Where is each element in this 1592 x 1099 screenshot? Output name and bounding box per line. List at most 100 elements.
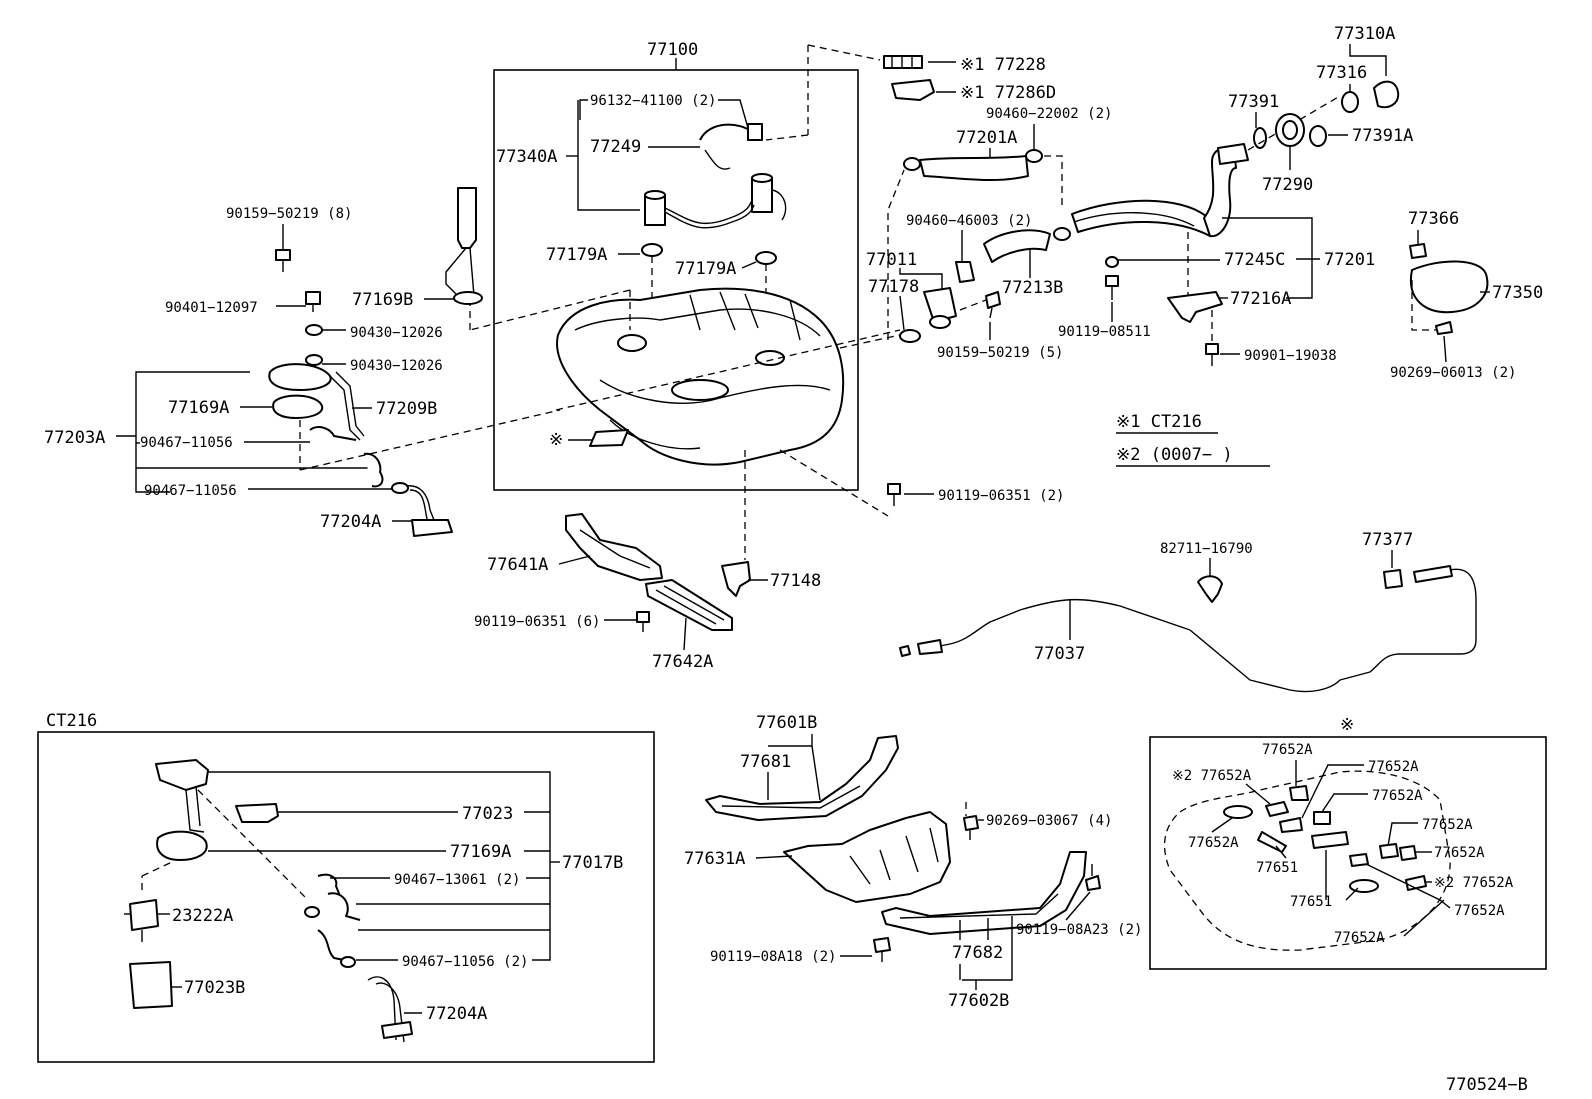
label-77148[interactable]: 77148	[770, 571, 821, 591]
label-90467-11056-a[interactable]: 90467−11056	[140, 435, 233, 451]
grommet-right	[755, 251, 777, 265]
pads-label-7[interactable]: 77652A	[1434, 845, 1485, 861]
pads-label-10[interactable]: 77652A	[1334, 930, 1385, 946]
label-96132-41100[interactable]: 96132−41100 (2)	[590, 93, 716, 109]
label-77316[interactable]: 77316	[1316, 63, 1367, 83]
label-77682[interactable]: 77682	[952, 943, 1003, 963]
note-0007[interactable]: ※2 (0007− )	[1116, 445, 1233, 465]
label-90119-08a18[interactable]: 90119−08A18 (2)	[710, 949, 836, 965]
ct216-tube-77204a	[381, 1021, 413, 1039]
label-77169a[interactable]: 77169A	[168, 398, 229, 418]
label-77100[interactable]: 77100	[647, 40, 698, 60]
label-77216a[interactable]: 77216A	[1230, 289, 1291, 309]
label-77290[interactable]: 77290	[1262, 175, 1313, 195]
label-77391[interactable]: 77391	[1228, 92, 1279, 112]
pads-label-12[interactable]: 77651	[1290, 894, 1332, 910]
vent-hose	[699, 123, 753, 141]
fuel-pump-group: 90159−50219 (8) 90401−12097 77169B 90430…	[44, 187, 901, 537]
label-77179a-right[interactable]: 77179A	[675, 259, 736, 279]
label-90119-08a23[interactable]: 90119−08A23 (2)	[1016, 922, 1142, 938]
label-77011[interactable]: 77011	[866, 250, 917, 270]
label-77377[interactable]: 77377	[1362, 530, 1413, 550]
ct216-label-77169a[interactable]: 77169A	[450, 842, 511, 862]
pads-label-9[interactable]: 77652A	[1454, 903, 1505, 919]
label-77178[interactable]: 77178	[868, 277, 919, 297]
label-90159-50219-8[interactable]: 90159−50219 (8)	[226, 206, 352, 222]
note-ct216[interactable]: ※1 CT216	[1116, 412, 1202, 432]
pads-label-6[interactable]: 77652A	[1422, 817, 1473, 833]
label-77228[interactable]: ※1 77228	[960, 55, 1046, 75]
tank-pads-group: ※ 77652A ※2 77652A 77652A 77652A 77652A …	[1149, 715, 1547, 970]
label-asterisk-tank[interactable]: ※	[549, 430, 563, 450]
label-77179a-left[interactable]: 77179A	[546, 245, 607, 265]
label-77286d[interactable]: ※1 77286D	[960, 83, 1056, 103]
ct216-label-77023b[interactable]: 77023B	[184, 978, 245, 998]
ct216-label-90467-11056[interactable]: 90467−11056 (2)	[402, 954, 528, 970]
pads-label-3[interactable]: 77652A	[1368, 759, 1419, 775]
label-90119-08511[interactable]: 90119−08511	[1058, 324, 1151, 340]
label-77201a[interactable]: 77201A	[956, 128, 1017, 148]
tank-assembly-group: 77100 96132−41100 (2) 77340A 77249 77179…	[493, 40, 859, 491]
pads-label-4[interactable]: 77652A	[1372, 788, 1423, 804]
pads-label-1[interactable]: 77652A	[1262, 742, 1313, 758]
label-90159-50219-5[interactable]: 90159−50219 (5)	[937, 345, 1063, 361]
label-90901-19038[interactable]: 90901−19038	[1244, 348, 1337, 364]
label-77037[interactable]: 77037	[1034, 644, 1085, 664]
label-77169b[interactable]: 77169B	[352, 290, 413, 310]
protector-77642a	[645, 579, 733, 631]
pad-1	[1265, 801, 1289, 817]
label-90119-06351-6[interactable]: 90119−06351 (6)	[474, 614, 600, 630]
label-90269-06013[interactable]: 90269−06013 (2)	[1390, 365, 1516, 381]
label-90430-12026-b[interactable]: 90430−12026	[350, 358, 443, 374]
label-90430-12026-a[interactable]: 90430−12026	[350, 325, 443, 341]
label-90460-22002[interactable]: 90460−22002 (2)	[986, 106, 1112, 122]
label-77391a[interactable]: 77391A	[1352, 126, 1413, 146]
ring-77391a	[1309, 125, 1327, 147]
pads-box	[1149, 736, 1547, 970]
ct216-label-90467-13061[interactable]: 90467−13061 (2)	[394, 872, 520, 888]
ring-77391	[1253, 127, 1267, 149]
label-77310a[interactable]: 77310A	[1334, 24, 1395, 44]
pads-title[interactable]: ※	[1340, 715, 1354, 735]
protector-group: 77641A 77642A 90119−06351 (6) 77148 9011…	[474, 483, 1064, 672]
label-77631a[interactable]: 77631A	[684, 849, 745, 869]
pads-label-11[interactable]: 77651	[1256, 860, 1298, 876]
label-77204a[interactable]: 77204A	[320, 512, 381, 532]
label-77642a[interactable]: 77642A	[652, 652, 713, 672]
label-77350[interactable]: 77350	[1492, 283, 1543, 303]
pads-label-5[interactable]: 77652A	[1188, 835, 1239, 851]
label-82711-16790[interactable]: 82711−16790	[1160, 541, 1253, 557]
label-77681[interactable]: 77681	[740, 752, 791, 772]
label-77201[interactable]: 77201	[1324, 250, 1375, 270]
label-77213b[interactable]: 77213B	[1002, 278, 1063, 298]
label-90467-11056-b[interactable]: 90467−11056	[144, 483, 237, 499]
label-77601b[interactable]: 77601B	[756, 713, 817, 733]
valve-77011	[923, 287, 957, 323]
clip-82711	[1197, 575, 1223, 603]
label-90269-03067[interactable]: 90269−03067 (4)	[986, 813, 1112, 829]
ct216-label-77204a[interactable]: 77204A	[426, 1004, 487, 1024]
ct216-label-77023[interactable]: 77023	[462, 804, 513, 824]
label-90401-12097[interactable]: 90401−12097	[165, 300, 258, 316]
label-90119-06351-2[interactable]: 90119−06351 (2)	[938, 488, 1064, 504]
pads-label-8[interactable]: ※2 77652A	[1434, 875, 1514, 891]
opener-cable-group: 82711−16790 77377 77037	[899, 530, 1477, 693]
label-77209b[interactable]: 77209B	[376, 399, 437, 419]
label-77249[interactable]: 77249	[590, 137, 641, 157]
label-77340a[interactable]: 77340A	[496, 147, 557, 167]
ct216-title[interactable]: CT216	[46, 711, 97, 731]
label-77641a[interactable]: 77641A	[487, 555, 548, 575]
ct216-label-23222a[interactable]: 23222A	[172, 906, 233, 926]
pads-label-2[interactable]: ※2 77652A	[1172, 768, 1252, 784]
label-77602b[interactable]: 77602B	[948, 991, 1009, 1011]
label-77366[interactable]: 77366	[1408, 209, 1459, 229]
fuel-cap-77310a	[1373, 80, 1400, 109]
tank-band-group: 77601B 77681 77631A 90269−03067 (4) 7768…	[684, 713, 1142, 1011]
protector-77641a	[565, 513, 663, 581]
label-77203a[interactable]: 77203A	[44, 428, 105, 448]
label-90460-46003[interactable]: 90460−46003 (2)	[906, 213, 1032, 229]
ct216-label-77017b[interactable]: 77017B	[562, 853, 623, 873]
label-77245c[interactable]: 77245C	[1224, 250, 1285, 270]
tank-outline	[1163, 770, 1451, 951]
